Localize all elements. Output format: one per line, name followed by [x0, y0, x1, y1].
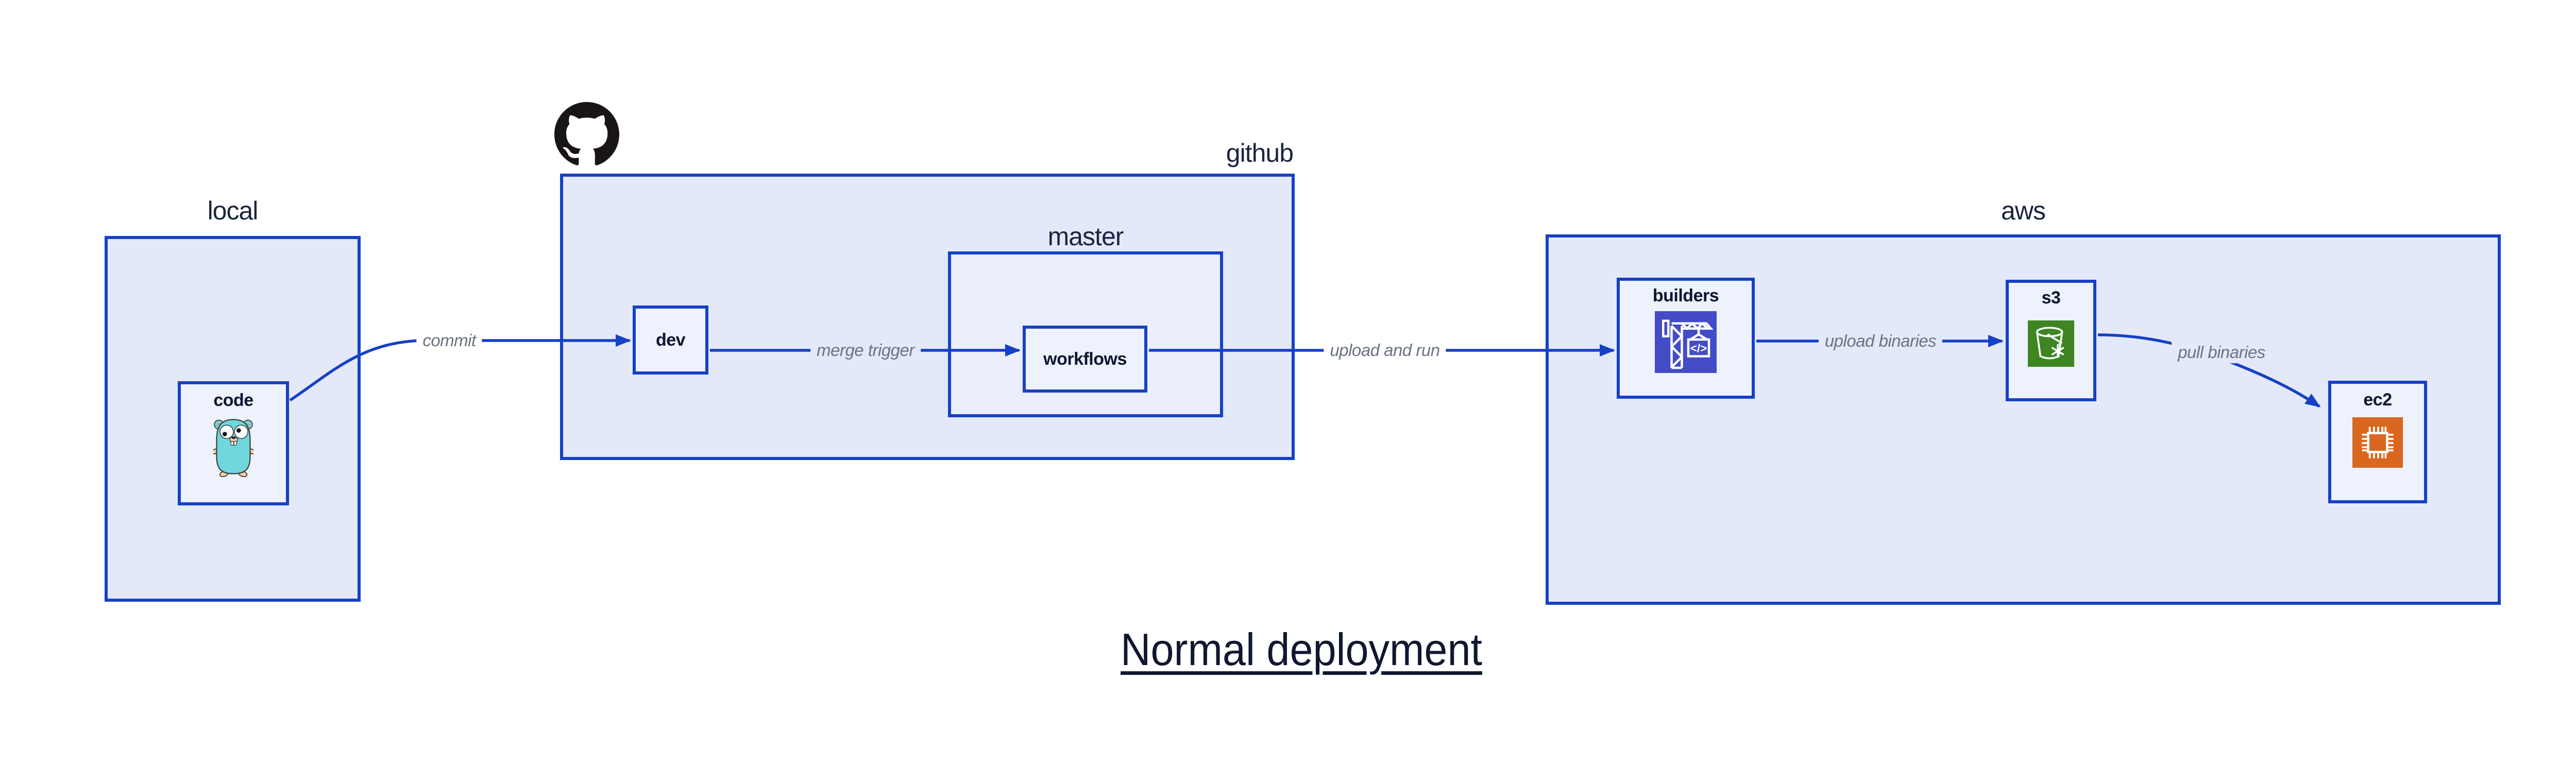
edge-merge-trigger-label: merge trigger [810, 339, 921, 361]
diagram-title: Normal deployment [1121, 624, 1482, 675]
codebuild-crane-icon: </> [1655, 311, 1717, 376]
edge-pull-binaries-label: pull binaries [2172, 342, 2272, 363]
code-node-label: code [213, 390, 253, 410]
s3-bucket-snowflake-icon [2028, 320, 2074, 369]
github-octocat-logo-icon [554, 102, 619, 169]
edge-commit-label: commit [416, 330, 482, 351]
master-group-label: master [1047, 222, 1124, 251]
builders-node: builders </> [1617, 278, 1755, 399]
code-node: code [178, 381, 289, 505]
aws-group-label: aws [2001, 196, 2046, 225]
workflows-node: workflows [1023, 326, 1147, 393]
go-gopher-icon [211, 417, 256, 480]
s3-node-label: s3 [2041, 288, 2061, 308]
ec2-node: ec2 [2328, 381, 2427, 503]
ec2-node-label: ec2 [2363, 390, 2392, 410]
ec2-chip-icon [2352, 417, 2403, 470]
edge-upload-and-run-label: upload and run [1324, 339, 1446, 361]
edge-upload-binaries-label: upload binaries [1818, 330, 1943, 352]
dev-node: dev [633, 305, 708, 375]
dev-node-label: dev [655, 330, 686, 350]
s3-node: s3 [2006, 280, 2096, 401]
local-group-label: local [207, 196, 259, 225]
github-group-label: github [1226, 139, 1294, 167]
svg-text:</>: </> [1690, 342, 1707, 355]
builders-node-label: builders [1652, 286, 1719, 305]
workflows-node-label: workflows [1043, 349, 1127, 369]
